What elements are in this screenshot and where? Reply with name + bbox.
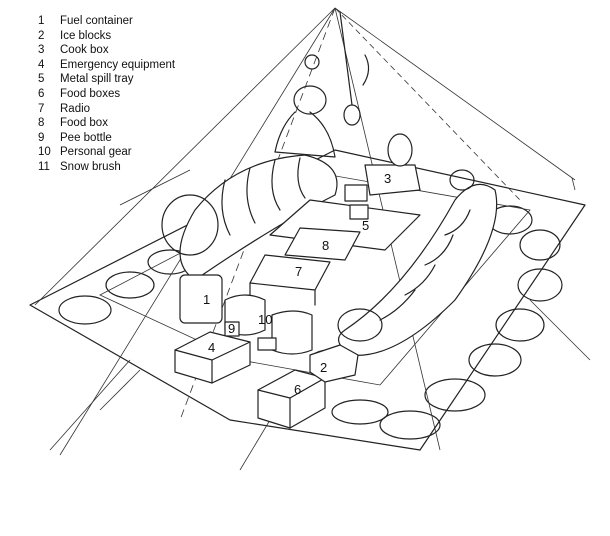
ice-block-2: [309, 344, 359, 383]
legend-number: 10: [38, 146, 51, 159]
legend-number: 1: [38, 15, 45, 27]
legend-label: Radio: [60, 102, 91, 115]
legend-number: 8: [38, 117, 45, 130]
legend-item: 4 Emergency equipment: [38, 58, 175, 73]
legend-label: Food box: [60, 117, 108, 130]
legend-number: 3: [38, 44, 45, 57]
left-sleeping-bag: [161, 85, 338, 281]
callout-5: 5: [362, 218, 369, 233]
callout-2: 2: [320, 360, 327, 375]
legend-number: 5: [38, 73, 45, 86]
legend-number: 6: [38, 87, 45, 100]
legend-label: Emergency equipment: [60, 58, 176, 71]
callout-3: 3: [384, 171, 391, 186]
legend-label: Metal spill tray: [60, 73, 134, 86]
legend-label: Ice blocks: [60, 29, 112, 42]
legend-label: Food boxes: [60, 87, 121, 100]
legend-item: 7 Radio: [38, 102, 175, 117]
legend-label: Snow brush: [60, 160, 121, 173]
legend-label: Pee bottle: [60, 131, 112, 144]
callout-7: 7: [295, 264, 302, 279]
callout-9: 9: [228, 321, 235, 336]
legend-number: 2: [38, 29, 45, 42]
guy-lines: [49, 169, 591, 471]
legend-item: 2 Ice blocks: [38, 29, 175, 44]
legend-label: Fuel container: [60, 15, 133, 27]
legend-item: 11 Snow brush: [38, 160, 175, 175]
legend-label: Personal gear: [60, 146, 132, 159]
legend-item: 8 Food box: [38, 116, 175, 131]
callout-8: 8: [322, 238, 329, 253]
legend-number: 11: [38, 160, 50, 173]
legend-item: 10 Personal gear: [38, 145, 175, 160]
legend-item: 5 Metal spill tray: [38, 72, 175, 87]
legend-item: 6 Food boxes: [38, 87, 175, 102]
legend-label: Cook box: [60, 44, 109, 57]
legend-item: 9 Pee bottle: [38, 131, 175, 146]
legend-number: 9: [38, 131, 45, 144]
center-gear: [179, 133, 421, 355]
callout-6: 6: [294, 382, 301, 397]
food-boxes: [257, 369, 326, 429]
legend-item: 1 Fuel container: [38, 14, 175, 29]
hanging-lamp: [304, 11, 370, 126]
emergency-box: [174, 331, 251, 384]
callout-1: 1: [203, 292, 210, 307]
legend: 1 Fuel container 2 Ice blocks 3 Cook box 4 E…: [38, 14, 175, 175]
legend-number: 4: [38, 58, 45, 71]
legend-number: 7: [38, 102, 45, 115]
callout-4: 4: [208, 340, 215, 355]
legend-item: 3 Cook box: [38, 43, 175, 58]
callout-10: 10: [258, 312, 272, 327]
